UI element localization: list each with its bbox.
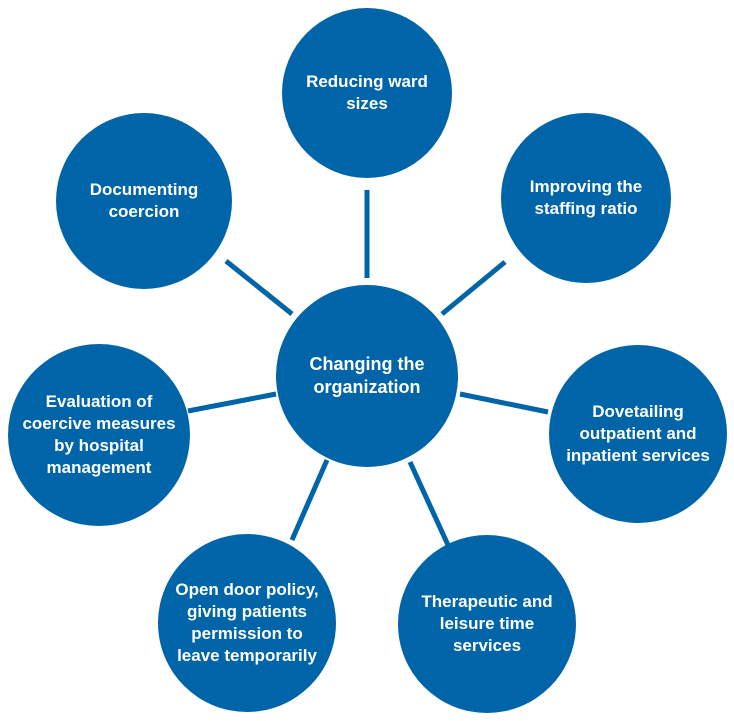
node-label-documenting-coercion: Documenting coercion — [89, 180, 199, 221]
node-evaluation-coercive-measures: Evaluation of coercive measures by hospi… — [8, 344, 190, 526]
connector-dovetailing-services — [459, 391, 549, 415]
node-label-dovetailing-services: Dovetailing outpatient and inpatient ser… — [566, 402, 710, 465]
node-reducing-ward-sizes: Reducing ward sizes — [282, 8, 452, 178]
node-documenting-coercion: Documenting coercion — [56, 113, 232, 289]
node-dovetailing-services: Dovetailing outpatient and inpatient ser… — [549, 345, 727, 523]
node-label-open-door-policy: Open door policy, giving patients permis… — [175, 580, 319, 665]
connector-open-door-policy — [289, 458, 330, 542]
node-label-changing-organization: Changing the organization — [309, 354, 425, 397]
node-label-reducing-ward-sizes: Reducing ward sizes — [306, 72, 428, 113]
node-label-evaluation-coercive-measures: Evaluation of coercive measures by hospi… — [22, 392, 176, 477]
connector-documenting-coercion — [224, 259, 294, 316]
connector-therapeutic-services — [407, 460, 451, 547]
connector-evaluation-coercive-measures — [187, 391, 277, 414]
node-therapeutic-services: Therapeutic and leisure time services — [398, 535, 576, 713]
connector-improving-staffing-ratio — [440, 260, 507, 316]
node-open-door-policy: Open door policy, giving patients permis… — [158, 534, 336, 712]
node-changing-organization: Changing the organization — [276, 285, 458, 467]
node-label-improving-staffing-ratio: Improving the staffing ratio — [529, 177, 643, 218]
node-improving-staffing-ratio: Improving the staffing ratio — [501, 113, 671, 283]
node-label-therapeutic-services: Therapeutic and leisure time services — [421, 592, 553, 655]
